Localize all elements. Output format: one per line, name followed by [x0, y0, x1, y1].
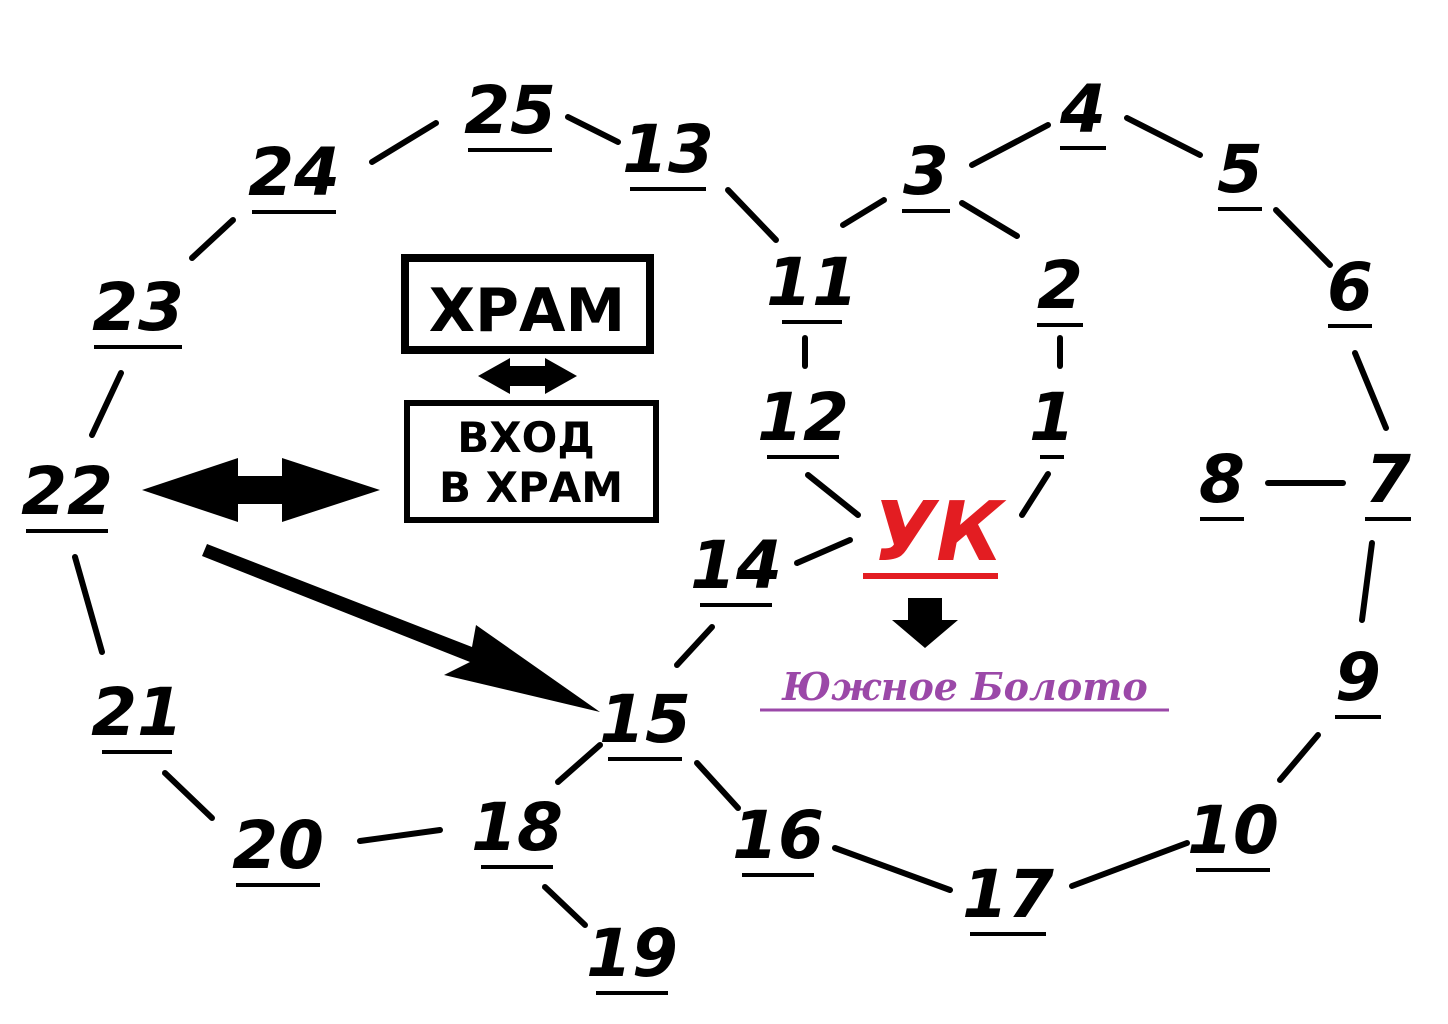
edge-15-14: [674, 624, 715, 668]
edge-1-uk: [1019, 471, 1051, 518]
edge-6-7: [1352, 350, 1389, 431]
uk-label[interactable]: УК: [873, 485, 1007, 580]
node-10[interactable]: 10: [1187, 792, 1279, 869]
node-9[interactable]: 9: [1335, 639, 1381, 716]
edge-4-5: [1124, 115, 1203, 158]
node-7[interactable]: 7: [1365, 441, 1411, 518]
edge-13-11: [725, 187, 779, 243]
node-4[interactable]: 4: [1059, 71, 1106, 148]
edge-18-19: [542, 884, 588, 928]
edge-9-10: [1277, 732, 1321, 783]
edge-3-4: [969, 122, 1051, 168]
node-11[interactable]: 11: [766, 244, 858, 321]
node-23[interactable]: 23: [92, 269, 184, 346]
node-labels: 1 2 3 4 5 6 7 8 9 10 11 12 13 14 15 16 1…: [21, 71, 1411, 995]
temple-block: ХРАМ ВХОД В ХРАМ: [401, 254, 659, 523]
node-25[interactable]: 25: [464, 72, 556, 149]
edge-22-23: [89, 370, 124, 438]
node-2[interactable]: 2: [1037, 247, 1083, 324]
temple-double-arrow: [478, 358, 577, 394]
node-8[interactable]: 8: [1199, 441, 1245, 518]
edge-18-20: [357, 827, 443, 844]
node-24[interactable]: 24: [248, 134, 340, 211]
edge-17-16: [832, 845, 953, 893]
node-1[interactable]: 1: [1029, 379, 1075, 456]
edges: [72, 114, 1389, 928]
node-21[interactable]: 21: [91, 674, 183, 751]
edge-10-17: [1069, 840, 1190, 889]
node-18[interactable]: 18: [471, 789, 563, 866]
edge-16-15: [694, 760, 741, 811]
temple-entrance-box[interactable]: [404, 400, 659, 523]
edge-21-22: [72, 554, 105, 655]
node-3[interactable]: 3: [903, 133, 949, 210]
edge-20-21: [162, 770, 215, 821]
edge-25-13: [565, 114, 621, 145]
temple-entrance-line1: ВХОД: [457, 413, 595, 462]
node-6[interactable]: 6: [1327, 249, 1373, 326]
node-16[interactable]: 16: [732, 797, 824, 874]
edge-5-6: [1273, 207, 1333, 268]
node-14[interactable]: 14: [690, 527, 782, 604]
edge-15-18: [555, 742, 603, 785]
temple-box[interactable]: [401, 254, 654, 354]
edge-12-uk: [805, 472, 861, 518]
edge-14-uk: [794, 537, 853, 566]
temple-title: ХРАМ: [429, 276, 625, 346]
edge-23-24: [189, 217, 236, 261]
double-arrow-22-to-entrance: [142, 458, 380, 522]
node-19[interactable]: 19: [586, 915, 678, 992]
node-5[interactable]: 5: [1217, 131, 1263, 208]
temple-entrance-line2: В ХРАМ: [439, 463, 623, 512]
node-17[interactable]: 17: [962, 856, 1054, 933]
swamp-label[interactable]: Южное Болото: [781, 664, 1148, 709]
node-13[interactable]: 13: [622, 111, 714, 188]
edge-11-3: [840, 197, 887, 228]
node-20[interactable]: 20: [232, 807, 324, 884]
edge-7-9: [1359, 540, 1375, 623]
edge-24-25: [369, 120, 439, 165]
node-15[interactable]: 15: [599, 681, 691, 758]
arrow-22-to-15: [202, 544, 600, 712]
edge-3-2: [959, 200, 1020, 239]
down-arrow-to-swamp: [892, 598, 958, 648]
node-22[interactable]: 22: [21, 453, 113, 530]
node-12[interactable]: 12: [757, 379, 849, 456]
